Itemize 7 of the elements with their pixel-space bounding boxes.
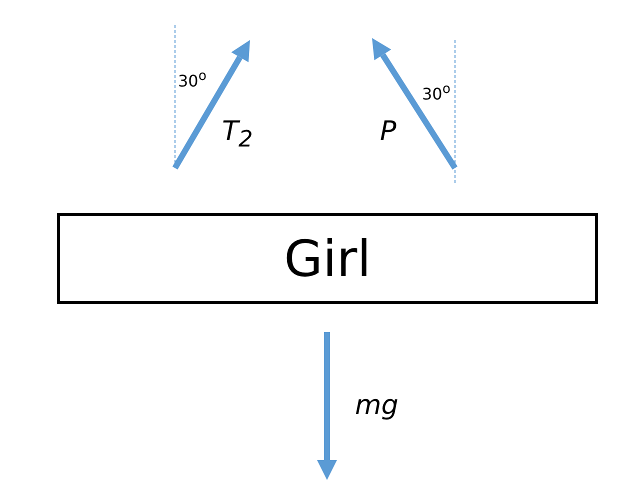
body-name: Girl: [284, 234, 372, 284]
force-label: T$_{2}$: [222, 118, 253, 151]
angle-label: 30$^{o}$: [178, 70, 207, 90]
angle-label: 30$^{o}$: [422, 83, 451, 102]
force-label: P: [380, 118, 396, 145]
body-box: [57, 213, 598, 304]
force-label: mg: [355, 392, 398, 419]
